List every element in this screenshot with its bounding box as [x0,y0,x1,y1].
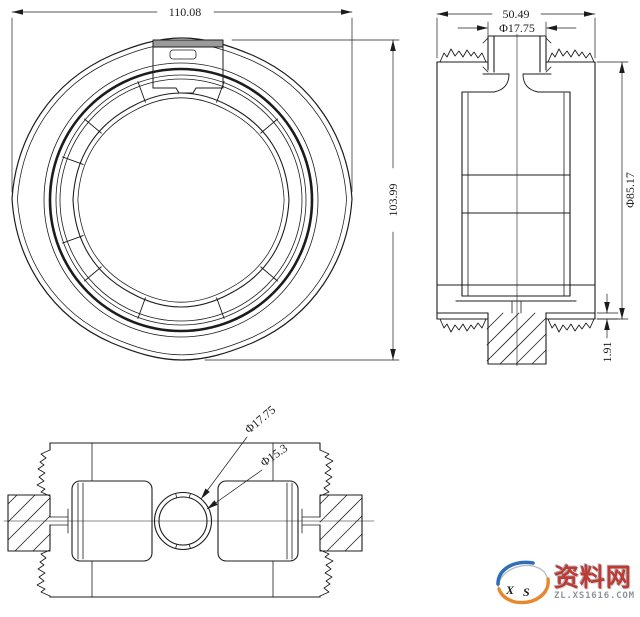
right-stub-hatched [319,494,363,552]
watermark-site-url: ZL.XS1616.COM [554,591,635,601]
radial-spokes [62,81,278,319]
inner-bore [455,73,577,302]
logo-letter-x: X [505,583,515,597]
watermark-site-name: 资料网 [554,563,633,592]
left-stub-hatched [7,494,51,552]
dimension-lip: 1.91 [596,293,619,363]
logo-letter-s: S [523,585,530,599]
xs-logo: X S [496,560,550,605]
logo-orange-swoosh [497,577,550,605]
right-edge [301,442,334,598]
neck-boss [482,35,552,75]
body-diameter-value: Φ85.17 [623,172,637,208]
knurl-bottom-left [439,318,487,333]
side-width-value: 50.49 [503,7,530,21]
mounting-tab [152,39,224,94]
dimension-neck-diameter: Φ17.75 [457,21,577,36]
seal-ring-inner [59,78,303,322]
seal-ring-outer [43,62,319,338]
dimension-body-diameter: Φ85.17 [596,61,637,320]
watermark: X S 资料网 ZL.XS1616.COM [494,556,640,610]
knurl-top-left [439,48,487,63]
outer-contour [11,37,353,361]
lip-value: 1.91 [600,342,614,363]
logo-blue-swoosh [496,560,535,586]
seal-ring-mid [55,74,307,326]
inner-profile-inner-line [77,97,285,303]
tab-top-bar [152,39,224,48]
knurl-top-right [547,48,595,63]
hole-outer-value: Φ17.75 [242,403,278,437]
front-view [11,37,353,361]
dimension-front-height: 103.99 [204,39,400,361]
bottom-stub-hatched [486,312,547,365]
dimension-front-width: 110.08 [11,5,353,193]
dimension-side-width: 50.49 [436,7,596,59]
tab-slot [169,49,197,60]
neck-diameter-value: Φ17.75 [499,21,535,35]
bottom-view [3,442,375,598]
front-width-value: 110.08 [169,5,202,19]
tab-bottom-notch [152,87,224,94]
knurl-bottom-right [547,318,595,333]
front-height-value: 103.99 [386,184,400,217]
seal-ring-dark [48,67,314,333]
inner-profile [72,92,290,308]
hole-tick-marks [175,493,191,549]
outer-contour-inner-line [16,42,348,356]
hole-inner-value: Φ15.3 [258,441,290,470]
left-edge [36,442,69,598]
leader-hole-inner: Φ15.3 [206,441,290,510]
side-view [436,33,596,367]
logo-oval [497,564,549,604]
hatch-lines [486,312,547,365]
